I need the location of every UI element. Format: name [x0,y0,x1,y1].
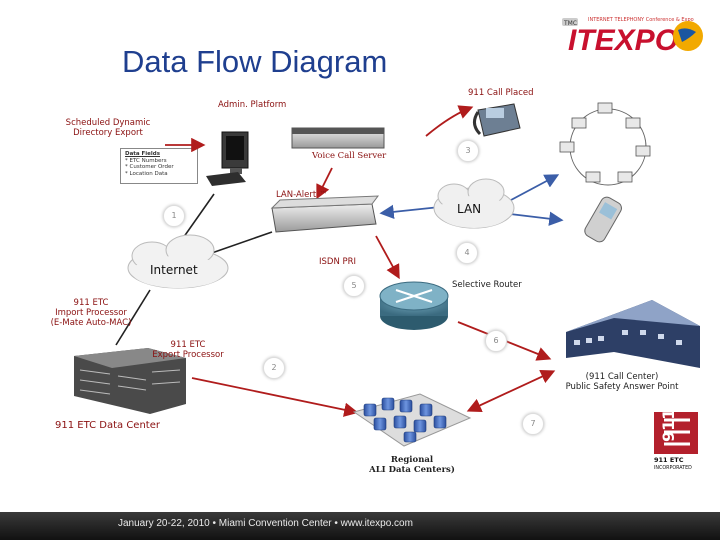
arrow-phone-to-server [425,105,474,137]
computer-network-icon [559,102,651,186]
scheduled-export-label: Scheduled Dynamic Directory Export [65,118,151,138]
step-marker-1: 1 [163,205,185,227]
voice-call-server-label: Voice Call Server [312,151,387,161]
data-center-servers-icon [74,348,186,414]
isdn-pri-label: ISDN PRI [319,257,357,267]
lan-alert-device-icon [270,195,380,233]
arrow-datacenter-to-ali [191,377,359,417]
step-marker-2: 2 [263,357,285,379]
line-internet-to-processor [115,289,151,346]
voice-call-server-icon [291,127,385,149]
logo-tagline: INTERNET TELEPHONY Conference & Expo [588,17,694,23]
911-etc-logo: 911 911 ETC INCORPORATED [654,409,698,471]
mobile-phone-icon [584,196,622,243]
arrow-lan-to-network [510,174,560,201]
regional-ali-databases-icon [352,393,472,447]
selective-router-icon [379,281,449,330]
regional-ali-label: Regional ALI Data Centers) [369,455,455,475]
footer-text: January 20-22, 2010 • Miami Convention C… [118,518,413,529]
export-processor-label: 911 ETC Export Processor [152,340,224,360]
step-marker-4: 4 [456,242,478,264]
lan-label: LAN [457,202,482,216]
logo-badge: TMC [563,20,577,27]
logo-text: ITEXPO [568,24,678,57]
itexpo-logo-graphic: TMC INTERNET TELEPHONY Conference & Expo… [562,17,703,57]
step-marker-3: 3 [457,140,479,162]
arrow-psap-ali [466,370,556,412]
ip-phone-icon [473,103,521,137]
lan-alert-label: LAN-Alert ™ [276,190,328,200]
etc-logo-line1: 911 ETC [654,456,684,464]
arrow-server-to-lanalert [316,167,333,200]
page-title: Data Flow Diagram [122,44,388,79]
internet-label: Internet [150,263,198,277]
import-processor-label: 911 ETC Import Processor (E-Mate Auto-MA… [50,298,132,328]
lan-cloud-icon [433,178,515,229]
step-marker-5: 5 [343,275,365,297]
admin-pc-icon [206,131,249,186]
footer-bar [0,512,720,540]
internet-cloud-icon [127,234,229,289]
etc-logo-line2: INCORPORATED [654,465,692,471]
step-marker-7: 7 [522,413,544,435]
itexpo-logo: TMC INTERNET TELEPHONY Conference & Expo… [556,4,716,60]
arrow-lan-to-lanalert [379,204,441,220]
data-center-label: 911 ETC Data Center [55,420,160,431]
admin-platform-label: Admin. Platform [218,100,287,110]
step-marker-6: 6 [485,330,507,352]
call-placed-label: 911 Call Placed [468,88,534,98]
selective-router-label: Selective Router [452,280,522,290]
line-lanalert-to-internet [205,231,273,256]
etc-logo-number: 911 [659,409,678,442]
data-fields-box: Data Fields * ETC Numbers * Customer Ord… [120,148,198,184]
diagram-canvas: 911 911 ETC INCORPORATED [74,102,700,471]
psap-building-icon [566,300,700,368]
arrow-lan-to-mobile [509,211,564,226]
arrow-lanalert-to-router [375,235,400,280]
psap-label: (911 Call Center) Public Safety Answer P… [565,372,679,392]
